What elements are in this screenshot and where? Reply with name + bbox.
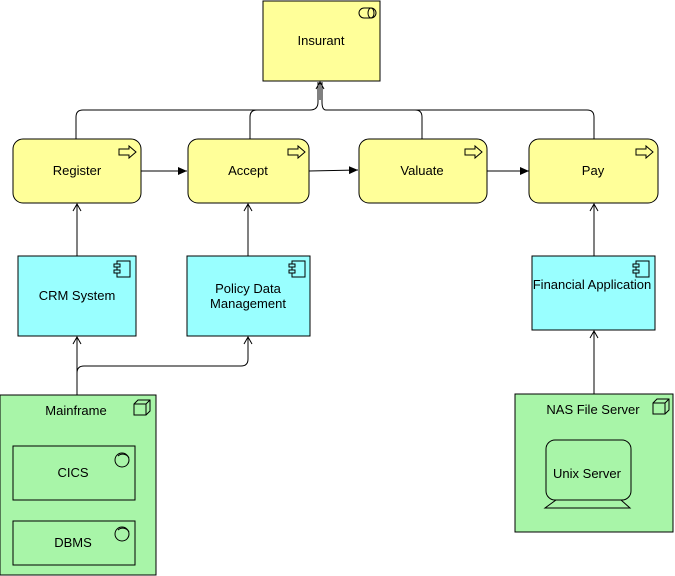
cics-label: CICS <box>57 465 88 480</box>
insurant-box <box>262 0 381 82</box>
unix-server-label: Unix Server <box>553 466 622 481</box>
system-software-dbms[interactable]: DBMS <box>12 520 136 566</box>
financial-box <box>531 255 656 331</box>
nas-label: NAS File Server <box>546 402 640 417</box>
pay-label: Pay <box>582 163 605 178</box>
valuate-box <box>358 138 488 204</box>
register-box <box>12 138 142 204</box>
device-unix-server[interactable]: Unix Server <box>543 439 632 509</box>
system-software-icon <box>114 526 130 542</box>
edge-pay-insurant <box>326 109 595 139</box>
register-label: Register <box>53 163 102 178</box>
application-component-icon <box>288 260 306 278</box>
mainframe-label: Mainframe <box>45 403 106 418</box>
cics-box <box>12 445 136 501</box>
process-arrow-icon <box>287 144 306 160</box>
node-mainframe[interactable]: Mainframe CICS DBMS <box>0 394 157 576</box>
pay-box <box>528 138 659 204</box>
policy-label-line2: Management <box>210 296 286 311</box>
application-component-icon <box>632 260 650 278</box>
process-pay[interactable]: Pay <box>528 138 659 204</box>
edge-accept-insurant <box>249 109 310 139</box>
policy-label-line1: Policy Data <box>215 281 282 296</box>
edge-mainframe-policy <box>76 335 253 374</box>
financial-label: Financial Application <box>533 277 652 292</box>
business-role-icon <box>358 7 377 19</box>
dbms-box <box>12 520 136 566</box>
node-cube-icon <box>133 399 151 416</box>
system-software-cics[interactable]: CICS <box>12 445 136 501</box>
node-cube-icon <box>652 398 670 415</box>
edge-register-insurant <box>75 82 319 139</box>
crm-label: CRM System <box>39 288 116 303</box>
crm-box <box>17 255 137 337</box>
accept-label: Accept <box>228 163 268 178</box>
node-nas-file-server[interactable]: NAS File Server Unix Server <box>514 393 674 533</box>
process-register[interactable]: Register <box>12 138 142 204</box>
process-arrow-icon <box>635 144 654 160</box>
process-arrow-icon <box>464 144 483 160</box>
application-policy-data-management[interactable]: Policy Data Management <box>186 255 311 337</box>
accept-box <box>187 138 310 204</box>
insurant-label: Insurant <box>298 33 345 48</box>
application-financial[interactable]: Financial Application <box>531 255 656 331</box>
valuate-label: Valuate <box>400 163 443 178</box>
process-accept[interactable]: Accept <box>187 138 310 204</box>
edge-accept-valuate <box>308 166 359 175</box>
process-arrow-icon <box>118 144 137 160</box>
device-icon <box>543 499 632 509</box>
application-crm-system[interactable]: CRM System <box>17 255 137 337</box>
dbms-label: DBMS <box>54 535 92 550</box>
system-software-icon <box>114 452 130 468</box>
business-role-insurant[interactable]: Insurant <box>262 0 381 82</box>
application-component-icon <box>113 260 131 278</box>
policy-box <box>186 255 311 337</box>
process-valuate[interactable]: Valuate <box>358 138 488 204</box>
